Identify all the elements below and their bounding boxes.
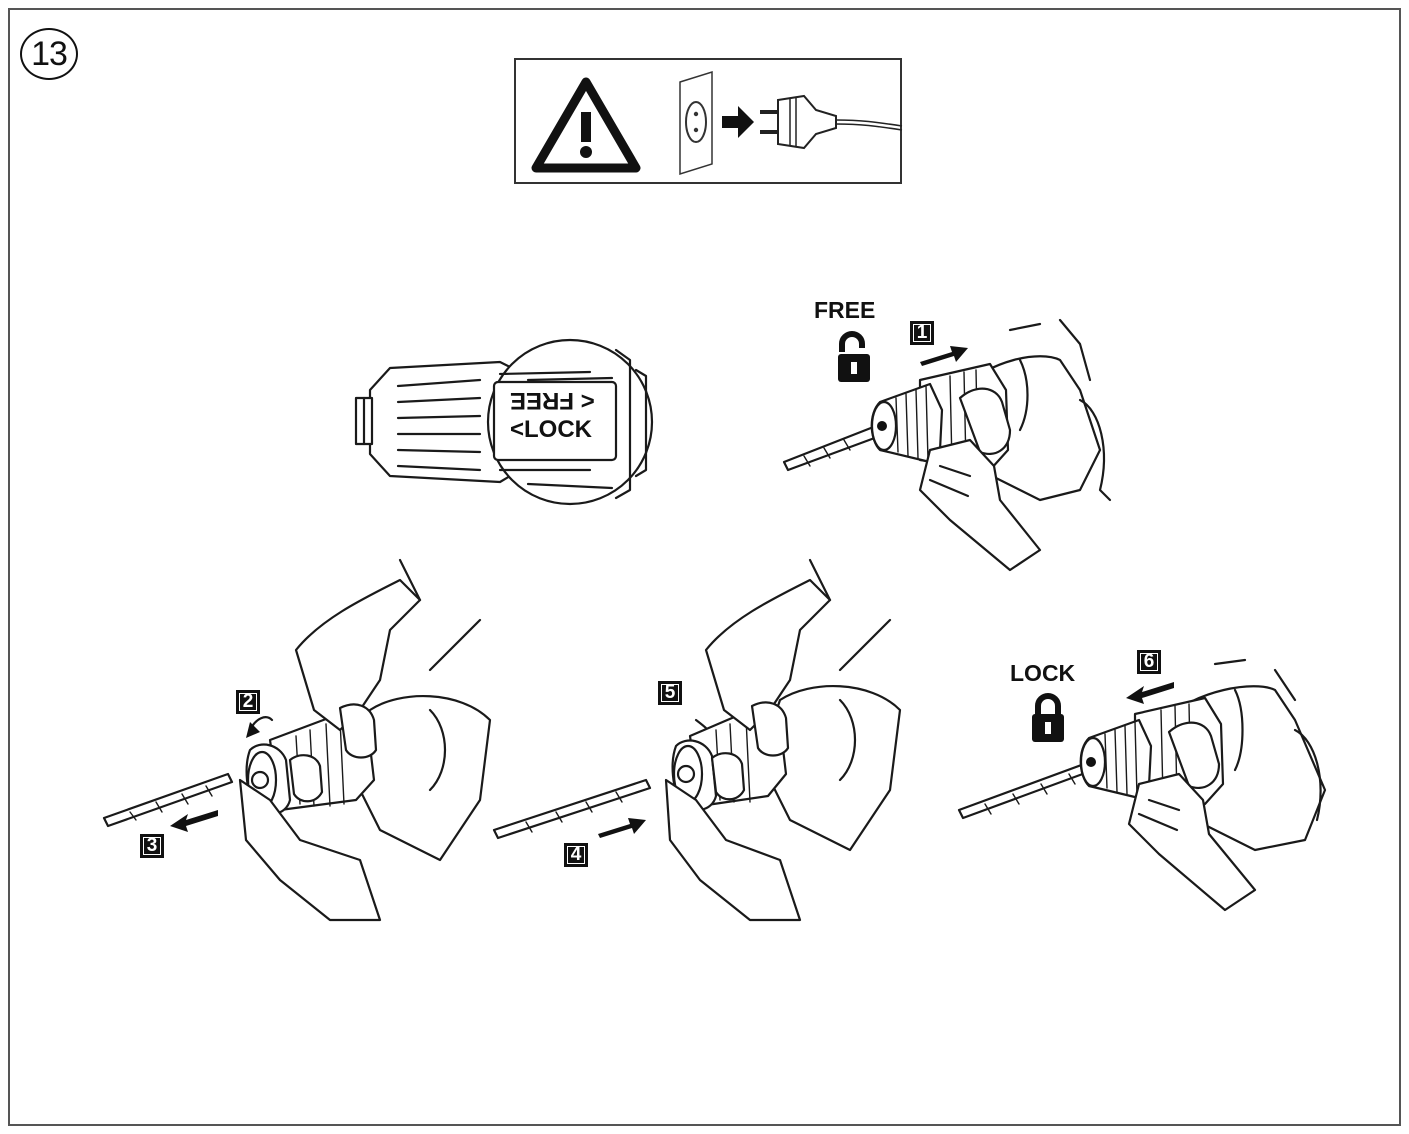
lock-marking: <LOCK (510, 416, 593, 443)
step-4-5-illustration (492, 558, 902, 922)
unplug-warning-graphic (531, 70, 903, 176)
arrow-right-icon (722, 106, 754, 138)
unplug-warning-box (514, 58, 903, 184)
step-2-badge: 2 (236, 690, 260, 714)
step-number-badge: 13 (20, 28, 78, 80)
step-6-illustration (957, 658, 1327, 912)
locked-padlock-icon (1032, 693, 1064, 742)
step-4-badge: 4 (564, 843, 588, 867)
power-plug-icon (760, 94, 903, 150)
warning-triangle-icon (531, 77, 641, 173)
step-6-badge: 6 (1137, 650, 1161, 674)
step-5-badge: 5 (658, 681, 682, 705)
free-label: FREE (814, 297, 876, 323)
step-2-3-illustration (102, 558, 492, 922)
arrow-left-icon (1126, 682, 1174, 704)
drill-bit (492, 778, 652, 840)
free-marking: < FREE (510, 387, 595, 414)
arrow-right-icon (920, 346, 968, 366)
arrow-right-icon (598, 818, 646, 838)
page-frame (8, 8, 1401, 1126)
step-1-illustration (782, 318, 1112, 572)
drill-bit (782, 424, 882, 472)
lock-label: LOCK (1010, 660, 1076, 686)
chuck-ring-label: < FREE <LOCK (510, 385, 595, 445)
chuck-detail-illustration (354, 338, 654, 506)
chuck-ribs (396, 378, 482, 472)
step-3-badge: 3 (140, 834, 164, 858)
arrow-left-icon (170, 810, 218, 832)
wall-socket-icon (679, 70, 713, 176)
drill-bit (102, 772, 234, 828)
step-1-badge: 1 (910, 321, 934, 345)
unlocked-padlock-icon (838, 331, 870, 382)
drill-bit (957, 758, 1101, 820)
